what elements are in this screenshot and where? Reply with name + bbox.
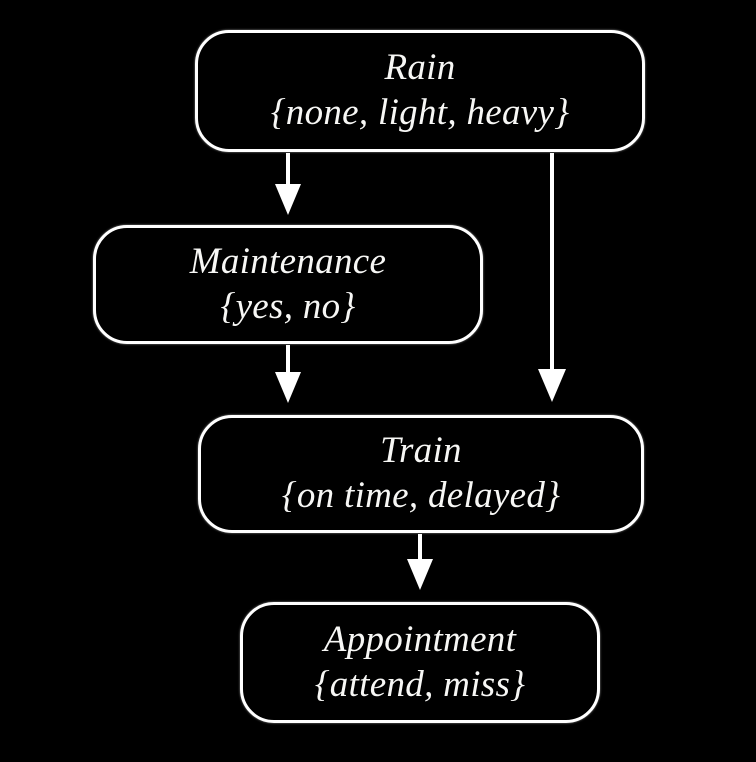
node-maintenance-name: Maintenance (189, 240, 387, 282)
node-appointment[interactable]: Appointment {attend, miss} (240, 602, 600, 723)
node-train[interactable]: Train {on time, delayed} (198, 415, 644, 533)
node-rain[interactable]: Rain {none, light, heavy} (195, 30, 645, 152)
node-rain-values: {none, light, heavy} (270, 92, 570, 133)
node-appointment-name: Appointment (323, 618, 517, 660)
node-train-values: {on time, delayed} (281, 475, 561, 516)
node-appointment-values: {attend, miss} (314, 663, 526, 705)
node-maintenance[interactable]: Maintenance {yes, no} (93, 225, 483, 344)
node-train-name: Train (380, 430, 462, 472)
node-maintenance-values: {yes, no} (220, 285, 356, 327)
node-rain-name: Rain (384, 47, 456, 89)
edge-rain-to-maintenance (275, 153, 301, 215)
edge-maintenance-to-train (275, 345, 301, 403)
edge-train-to-appointment (407, 534, 433, 590)
edge-rain-to-train (538, 153, 566, 402)
